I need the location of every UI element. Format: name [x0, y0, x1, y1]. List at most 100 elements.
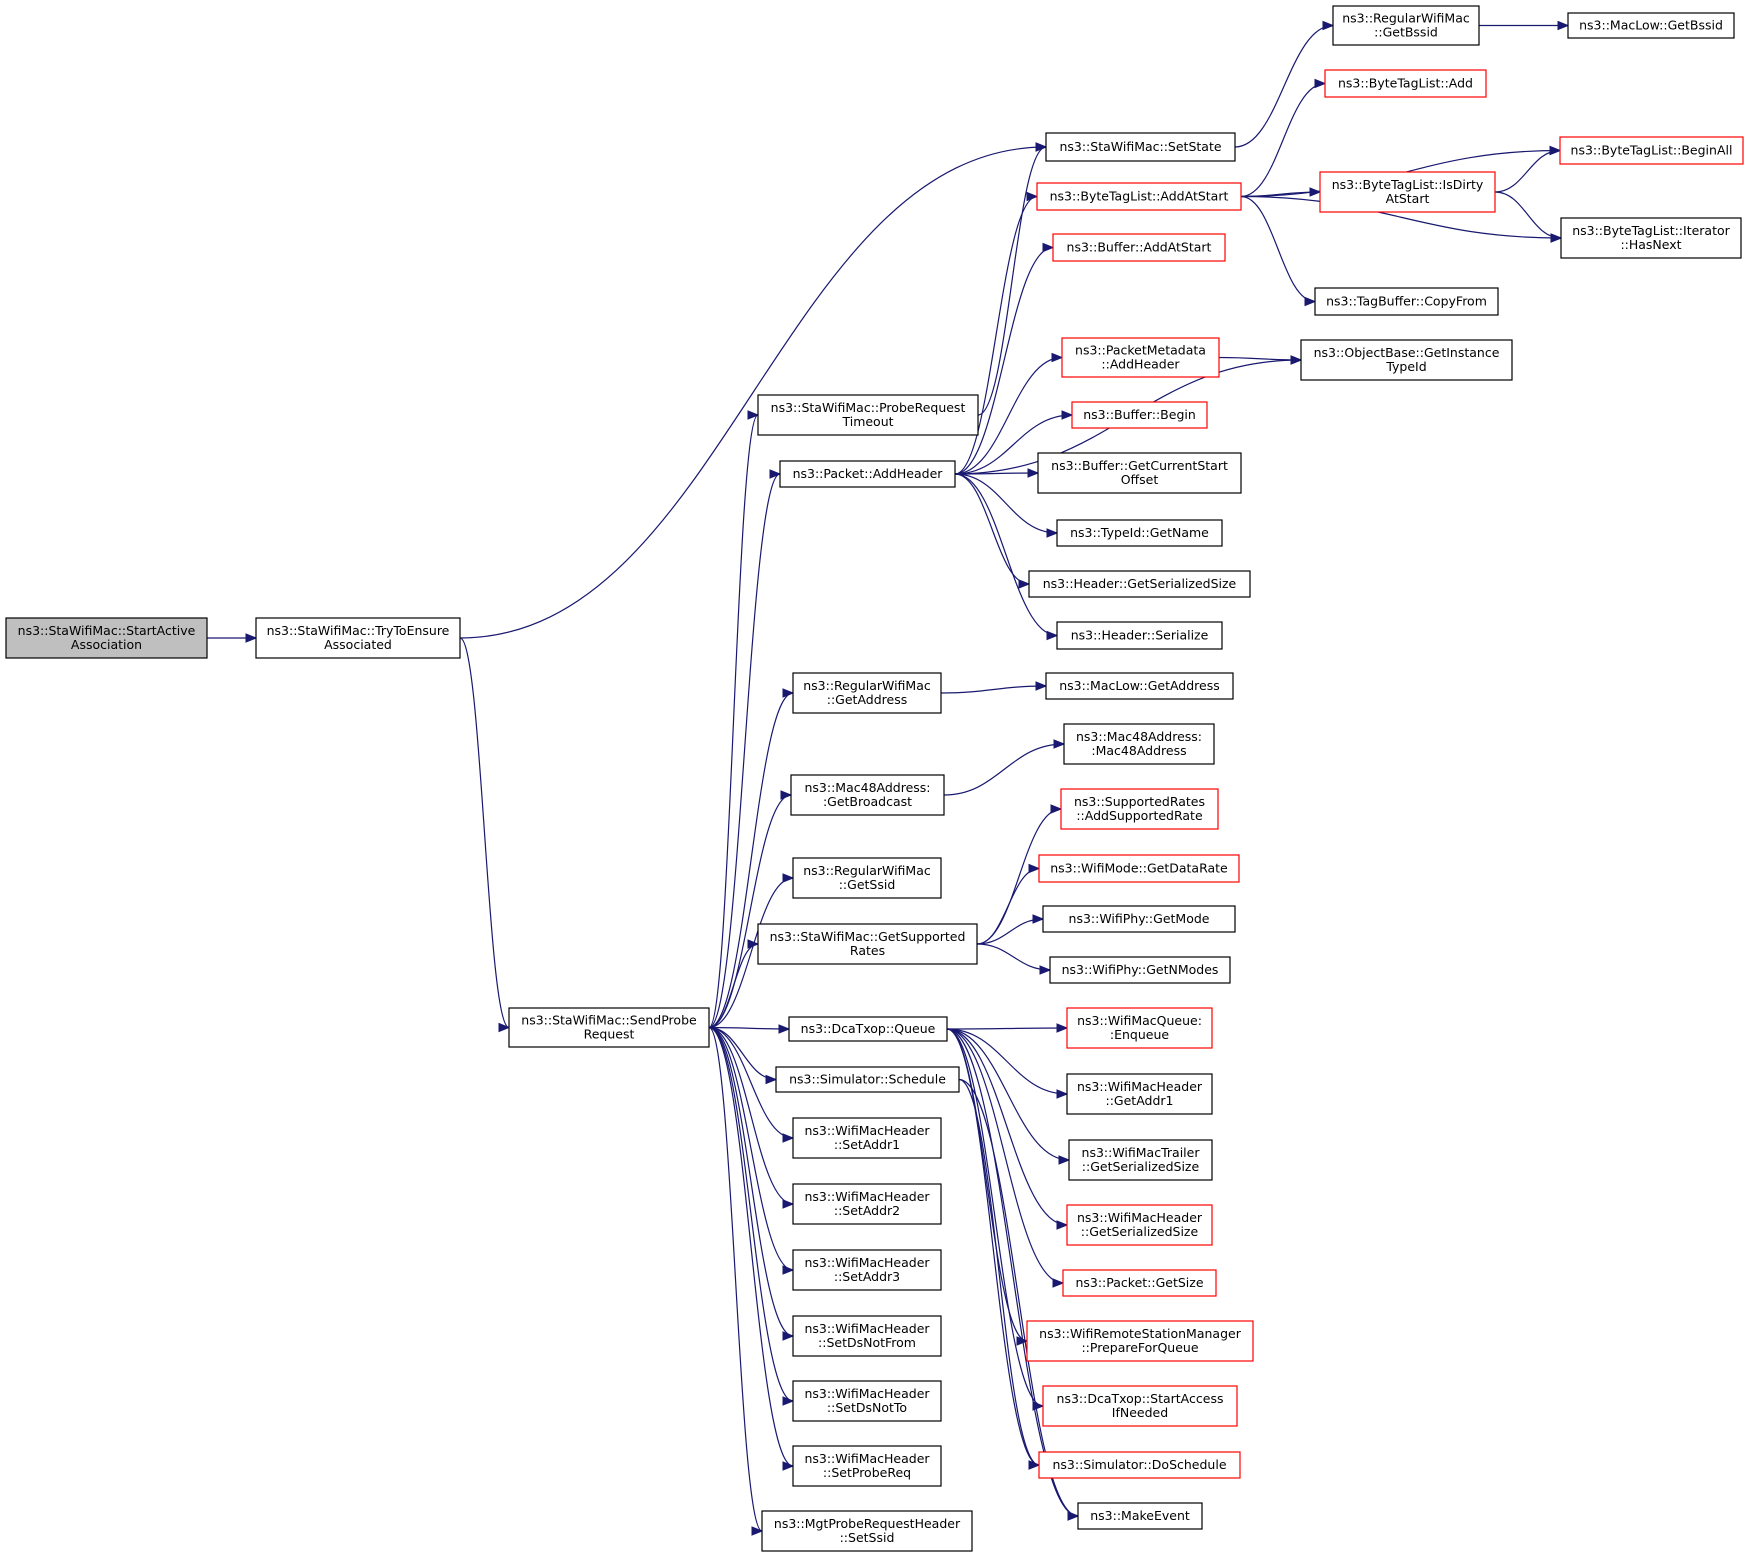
arrowhead — [1056, 1089, 1069, 1099]
edge-line — [1494, 149, 1561, 193]
node-wmh_getaddr1[interactable]: ns3::WifiMacHeader::GetAddr1 — [1066, 1073, 1213, 1115]
node-pm_addheader[interactable]: ns3::PacketMetadata::AddHeader — [1061, 337, 1220, 378]
node-wrsm_prepare[interactable]: ns3::WifiRemoteStationManager::PrepareFo… — [1026, 1320, 1254, 1362]
node-box — [1045, 132, 1236, 162]
node-hdr_sersize[interactable]: ns3::Header::GetSerializedSize — [1028, 570, 1251, 598]
node-label-line: ns3::RegularWifiMac — [803, 678, 931, 693]
arrowhead — [1290, 355, 1303, 365]
node-mac48_bcast[interactable]: ns3::Mac48Address::GetBroadcast — [790, 774, 945, 816]
edge-dca_queue-to-wmh_sersize — [946, 1028, 1069, 1230]
node-buf_addatstart[interactable]: ns3::Buffer::AddAtStart — [1052, 233, 1226, 262]
node-box — [1052, 233, 1226, 262]
node-box — [1066, 1073, 1213, 1115]
edge-sendprobe-to-rwm_getaddr — [708, 688, 795, 1029]
node-getbssid[interactable]: ns3::RegularWifiMac::GetBssid — [1332, 5, 1480, 46]
node-wmh_setdsnotfrom[interactable]: ns3::WifiMacHeader::SetDsNotFrom — [792, 1315, 942, 1357]
node-makeevent[interactable]: ns3::MakeEvent — [1077, 1502, 1203, 1530]
node-wmq_enqueue[interactable]: ns3::WifiMacQueue::Enqueue — [1066, 1007, 1213, 1049]
edge-addheader-to-buf_curstart — [954, 468, 1040, 478]
node-label-line: ns3::ByteTagList::AddAtStart — [1050, 189, 1229, 204]
node-phy_getnmodes[interactable]: ns3::WifiPhy::GetNModes — [1049, 956, 1231, 984]
node-bt_hasnext[interactable]: ns3::ByteTagList::Iterator::HasNext — [1560, 217, 1742, 259]
node-wmh_setaddr1[interactable]: ns3::WifiMacHeader::SetAddr1 — [792, 1117, 942, 1159]
node-typeid_name[interactable]: ns3::TypeId::GetName — [1056, 519, 1223, 547]
edge-sendprobe-to-wmh_setprobereq — [708, 1026, 795, 1471]
node-sim_schedule[interactable]: ns3::Simulator::Schedule — [775, 1066, 960, 1093]
arrowhead — [747, 410, 760, 420]
node-label-line: ns3::StaWifiMac::SetState — [1059, 139, 1221, 154]
node-maclowbssid[interactable]: ns3::MacLow::GetBssid — [1567, 12, 1735, 39]
node-label-line: ::SetDsNotTo — [827, 1400, 907, 1415]
node-bt_add[interactable]: ns3::ByteTagList::Add — [1324, 69, 1487, 98]
node-label-line: ::SetSsid — [840, 1530, 895, 1545]
node-label-line: ns3::ByteTagList::Iterator — [1572, 223, 1730, 238]
node-label-line: ns3::ByteTagList::IsDirty — [1332, 177, 1484, 192]
edge-line — [943, 743, 1065, 796]
arrowhead — [782, 688, 795, 698]
node-wmh_setaddr2[interactable]: ns3::WifiMacHeader::SetAddr2 — [792, 1183, 942, 1225]
edge-line — [708, 943, 759, 1029]
node-getdatarate[interactable]: ns3::WifiMode::GetDataRate — [1038, 854, 1240, 883]
arrowhead — [1018, 579, 1031, 589]
edge-line — [954, 473, 1058, 534]
node-box — [761, 1510, 973, 1552]
arrowhead — [1557, 20, 1570, 31]
edge-sendprobe-to-probetimeout — [708, 410, 760, 1029]
edge-sendprobe-to-wmh_setaddr1 — [708, 1026, 795, 1143]
node-wmt_sersize[interactable]: ns3::WifiMacTrailer::GetSerializedSize — [1068, 1139, 1213, 1181]
node-label-line: ns3::Mac48Address: — [1076, 729, 1202, 744]
node-dca_queue[interactable]: ns3::DcaTxop::Queue — [788, 1016, 948, 1042]
node-sim_doschedule[interactable]: ns3::Simulator::DoSchedule — [1038, 1451, 1241, 1479]
node-phy_getmode[interactable]: ns3::WifiPhy::GetMode — [1042, 905, 1236, 933]
node-addheader[interactable]: ns3::Packet::AddHeader — [779, 460, 956, 488]
node-label-line: :GetBroadcast — [823, 794, 912, 809]
node-box — [1560, 217, 1742, 259]
node-rwm_getaddr[interactable]: ns3::RegularWifiMac::GetAddress — [792, 672, 942, 714]
edge-sendprobe-to-rwm_getssid — [708, 873, 795, 1029]
node-maclow_getaddr[interactable]: ns3::MacLow::GetAddress — [1045, 672, 1234, 700]
node-label-line: ::SetAddr2 — [834, 1203, 900, 1218]
node-box — [792, 672, 942, 714]
node-label-line: ns3::Buffer::AddAtStart — [1067, 240, 1212, 255]
edge-sendprobe-to-wmh_setdsnotto — [708, 1026, 795, 1406]
node-rwm_getssid[interactable]: ns3::RegularWifiMac::GetSsid — [792, 857, 942, 899]
node-buf_begin[interactable]: ns3::Buffer::Begin — [1071, 401, 1208, 429]
arrowhead — [1028, 863, 1041, 874]
node-label-line: ns3::Header::GetSerializedSize — [1043, 576, 1237, 591]
arrowhead — [780, 790, 793, 800]
node-wmh_sersize[interactable]: ns3::WifiMacHeader::GetSerializedSize — [1066, 1204, 1213, 1246]
node-wmh_setdsnotto[interactable]: ns3::WifiMacHeader::SetDsNotTo — [792, 1380, 942, 1422]
edge-line — [459, 637, 510, 1029]
node-addsupported[interactable]: ns3::SupportedRates::AddSupportedRate — [1060, 788, 1219, 830]
node-box — [1037, 452, 1242, 494]
edge-sendprobe-to-wmh_setdsnotfrom — [708, 1026, 795, 1341]
node-wmh_setprobereq[interactable]: ns3::WifiMacHeader::SetProbeReq — [792, 1445, 942, 1487]
edge-addheader-to-hdr_sersize — [954, 473, 1031, 589]
node-bt_addatstart[interactable]: ns3::ByteTagList::AddAtStart — [1036, 182, 1242, 211]
node-tagbuf[interactable]: ns3::TagBuffer::CopyFrom — [1314, 287, 1499, 316]
node-label-line: Associated — [324, 637, 392, 652]
node-box — [255, 617, 461, 659]
edge-line — [1218, 356, 1302, 361]
node-label-line: ns3::WifiMacHeader — [1077, 1079, 1203, 1094]
arrowhead — [1056, 1023, 1069, 1033]
arrowhead — [498, 1022, 511, 1033]
node-wmh_setaddr3[interactable]: ns3::WifiMacHeader::SetAddr3 — [792, 1249, 942, 1291]
node-setstate[interactable]: ns3::StaWifiMac::SetState — [1045, 132, 1236, 162]
node-pkt_getsize[interactable]: ns3::Packet::GetSize — [1062, 1269, 1217, 1297]
node-label-line: ns3::StaWifiMac::SendProbe — [521, 1013, 697, 1028]
node-mgt_setssid[interactable]: ns3::MgtProbeRequestHeader::SetSsid — [761, 1510, 973, 1552]
edge-addheader-to-pm_addheader — [954, 352, 1064, 475]
node-hdr_serialize[interactable]: ns3::Header::Serialize — [1056, 621, 1223, 650]
node-mac48_ctor[interactable]: ns3::Mac48Address::Mac48Address — [1063, 723, 1215, 765]
node-bt_beginall[interactable]: ns3::ByteTagList::BeginAll — [1559, 136, 1744, 165]
